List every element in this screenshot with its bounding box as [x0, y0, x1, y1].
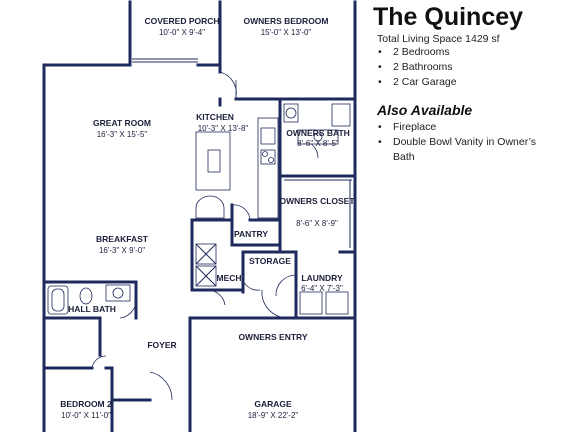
also-available-heading: Also Available: [377, 102, 473, 118]
porch-sliding-door: [132, 58, 198, 63]
covered-porch-dim: 10'-0" X 9'-4": [159, 28, 205, 37]
also-available-list: Fireplace Double Bowl Vanity in Owner’s …: [373, 120, 573, 165]
pantry-shelf: [195, 195, 225, 219]
feature-list: 2 Bedrooms 2 Bathrooms 2 Car Garage: [373, 45, 573, 90]
fridge: [260, 127, 276, 145]
door-swings: [91, 71, 319, 401]
feature-item: 2 Bedrooms: [373, 45, 573, 60]
owners-entry-label: OWNERS ENTRY: [238, 332, 307, 342]
owners-closet-dim: 8'-6" X 8'-9": [296, 219, 338, 228]
also-available-item: Fireplace: [373, 120, 573, 135]
plan-info-panel: The Quincey Total Living Space 1429 sf 2…: [373, 2, 573, 165]
laundry-dim: 6'-4" X 7'-3": [301, 284, 343, 293]
owners-bedroom-label: OWNERS BEDROOM: [244, 16, 329, 26]
hall-toilet: [79, 287, 93, 305]
bedroom-2-label: BEDROOM 2: [60, 399, 112, 409]
fixtures: [47, 103, 352, 315]
garage-label: GARAGE: [254, 399, 292, 409]
exterior-walls: [42, 0, 357, 432]
laundry-label: LAUNDRY: [301, 273, 343, 283]
owners-shower: [331, 103, 351, 127]
breakfast-label: BREAKFAST: [96, 234, 149, 244]
garage-dim: 18'-9" X 22'-2": [248, 411, 299, 420]
foyer-label: FOYER: [147, 340, 176, 350]
kitchen-label: KITCHEN: [196, 112, 234, 122]
mech-label: MECH: [216, 273, 241, 283]
great-room-label: GREAT ROOM: [93, 118, 151, 128]
plan-title: The Quincey: [373, 3, 524, 31]
pantry-label: PANTRY: [234, 229, 268, 239]
breakfast-dim: 16'-3" X 9'-0": [99, 246, 145, 255]
hall-bath-label: HALL BATH: [68, 304, 116, 314]
washer: [299, 291, 323, 315]
owners-bedroom-dim: 15'-0" X 13'-0": [261, 28, 312, 37]
interior-walls: [42, 97, 357, 432]
total-living-space: Total Living Space 1429 sf: [377, 33, 500, 45]
owners-closet-label: OWNERS CLOSET: [279, 196, 355, 206]
storage-label: STORAGE: [249, 256, 291, 266]
feature-item: 2 Bathrooms: [373, 60, 573, 75]
feature-item: 2 Car Garage: [373, 75, 573, 90]
dryer: [325, 291, 349, 315]
kitchen-dim: 10'-3" X 13'-8": [198, 124, 249, 133]
covered-porch-label: COVERED PORCH: [144, 16, 219, 26]
owners-bath-dim: 8'-6" X 8'-5": [297, 139, 339, 148]
also-available-item: Double Bowl Vanity in Owner’s Bath: [373, 135, 543, 165]
bedroom-2-dim: 10'-0" X 11'-0": [61, 411, 111, 420]
owners-bath-label: OWNERS BATH: [286, 128, 350, 138]
great-room-dim: 16'-3" X 15'-5": [97, 130, 148, 139]
room-labels: COVERED PORCH 10'-0" X 9'-4" OWNERS BEDR…: [60, 16, 355, 420]
kitchen-sink: [207, 149, 221, 173]
